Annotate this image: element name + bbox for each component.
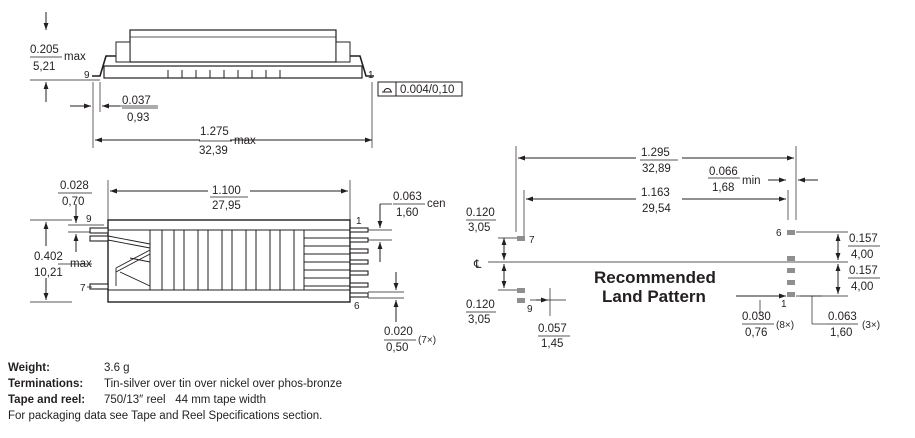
side-view xyxy=(30,12,463,148)
center-in: 1.163 xyxy=(641,187,670,199)
lp-pitch-in: 0.063 xyxy=(828,311,857,323)
pad-length-in: 0.057 xyxy=(538,323,567,335)
spec-notes: Weight: 3.6 g Terminations: Tin-silver ove… xyxy=(8,360,342,424)
length-suffix: max xyxy=(234,135,256,147)
pitch-mm: 1,60 xyxy=(396,207,418,219)
lead-mm: 0,50 xyxy=(386,342,408,354)
note-value: 750/13″ reel 44 mm tape width xyxy=(104,394,266,406)
body-length-in: 1.100 xyxy=(212,185,241,197)
land-pads xyxy=(517,230,795,303)
note-tape-reel: Tape and reel: 750/13″ reel 44 mm tape wi… xyxy=(8,392,342,408)
length-mm: 32,39 xyxy=(199,145,228,157)
lead-in: 0.037 xyxy=(122,95,151,107)
note-value: 3.6 g xyxy=(104,362,130,374)
land-pattern-labels: 1.295 32,89 0.066 1,68 min 1.163 29,54 0… xyxy=(466,147,880,350)
pin-label-9: 9 xyxy=(527,304,533,315)
pad-width-in: 0.030 xyxy=(742,311,771,323)
note-label: Weight: xyxy=(8,362,50,374)
pin-label-1: 1 xyxy=(368,70,374,81)
top-view-labels: 0.028 0,70 1.100 27,95 0.063 1,60 cen 0.… xyxy=(34,180,446,354)
overall-mm: 32,89 xyxy=(642,163,671,175)
height-mm: 5,21 xyxy=(33,61,55,73)
note-weight: Weight: 3.6 g xyxy=(8,360,342,376)
body-length-mm: 27,95 xyxy=(212,200,241,212)
offset-bottom-in: 0.120 xyxy=(466,299,495,311)
offset-bottom-mm: 3,05 xyxy=(468,314,490,326)
gap-mm: 1,68 xyxy=(712,182,734,194)
pad-width-count: (8×) xyxy=(776,320,794,331)
pitch-in: 0.063 xyxy=(393,191,422,203)
pin-label-1: 1 xyxy=(781,299,787,310)
offset-top-in: 0.120 xyxy=(466,207,495,219)
pin-label-7: 7 xyxy=(529,235,535,246)
lead-in: 0.020 xyxy=(384,326,413,338)
right-top-in: 0.157 xyxy=(849,233,878,245)
note-label: Terminations: xyxy=(8,378,84,390)
lead-width-in: 0.028 xyxy=(60,180,89,192)
pin-label-6: 6 xyxy=(354,301,360,312)
lead-mm: 0,93 xyxy=(127,112,149,124)
pad-width-mm: 0,76 xyxy=(745,327,767,339)
overall-in: 1.295 xyxy=(641,147,670,159)
side-view-labels: 0.205 5,21 max 9 1 0.037 0,93 1.275 32,3… xyxy=(30,44,454,157)
land-pattern-title-1: Recommended xyxy=(594,268,716,287)
width-suffix: max xyxy=(70,258,92,270)
width-in: 0.402 xyxy=(34,251,63,263)
lp-pitch-count: (3×) xyxy=(862,320,880,331)
height-in: 0.205 xyxy=(30,44,59,56)
pin-label-9: 9 xyxy=(86,214,92,225)
pad-length-mm: 1,45 xyxy=(541,338,563,350)
centerline-symbol: ℄ xyxy=(473,259,482,271)
lead-width-mm: 0,70 xyxy=(62,196,84,208)
lead-count: (7×) xyxy=(418,335,436,346)
center-mm: 29,54 xyxy=(642,203,671,215)
lp-pitch-mm: 1,60 xyxy=(830,327,852,339)
length-in: 1.275 xyxy=(200,126,229,138)
land-pattern-title-2: Land Pattern xyxy=(602,287,706,306)
pitch-suffix: cen xyxy=(427,198,446,210)
right-bottom-in: 0.157 xyxy=(849,265,878,277)
coplanarity: 0.004/0,10 xyxy=(400,84,454,96)
right-top-mm: 4,00 xyxy=(851,249,873,261)
right-bottom-mm: 4,00 xyxy=(851,281,873,293)
packaging-note: For packaging data see Tape and Reel Spe… xyxy=(8,410,323,422)
pin-label-7: 7 xyxy=(80,283,86,294)
land-pattern-view xyxy=(466,146,880,337)
height-suffix: max xyxy=(64,51,86,63)
top-view xyxy=(30,180,425,341)
pin-label-6: 6 xyxy=(776,228,782,239)
gap-in: 0.066 xyxy=(709,166,738,178)
note-terminations: Terminations: Tin-silver over tin over ni… xyxy=(8,376,342,392)
note-value: Tin-silver over tin over nickel over pho… xyxy=(104,378,342,390)
pin-label-9: 9 xyxy=(84,70,90,81)
gap-suffix: min xyxy=(742,175,761,187)
note-label: Tape and reel: xyxy=(8,394,86,406)
pin-label-1: 1 xyxy=(356,216,362,227)
offset-top-mm: 3,05 xyxy=(468,222,490,234)
width-mm: 10,21 xyxy=(34,267,63,279)
